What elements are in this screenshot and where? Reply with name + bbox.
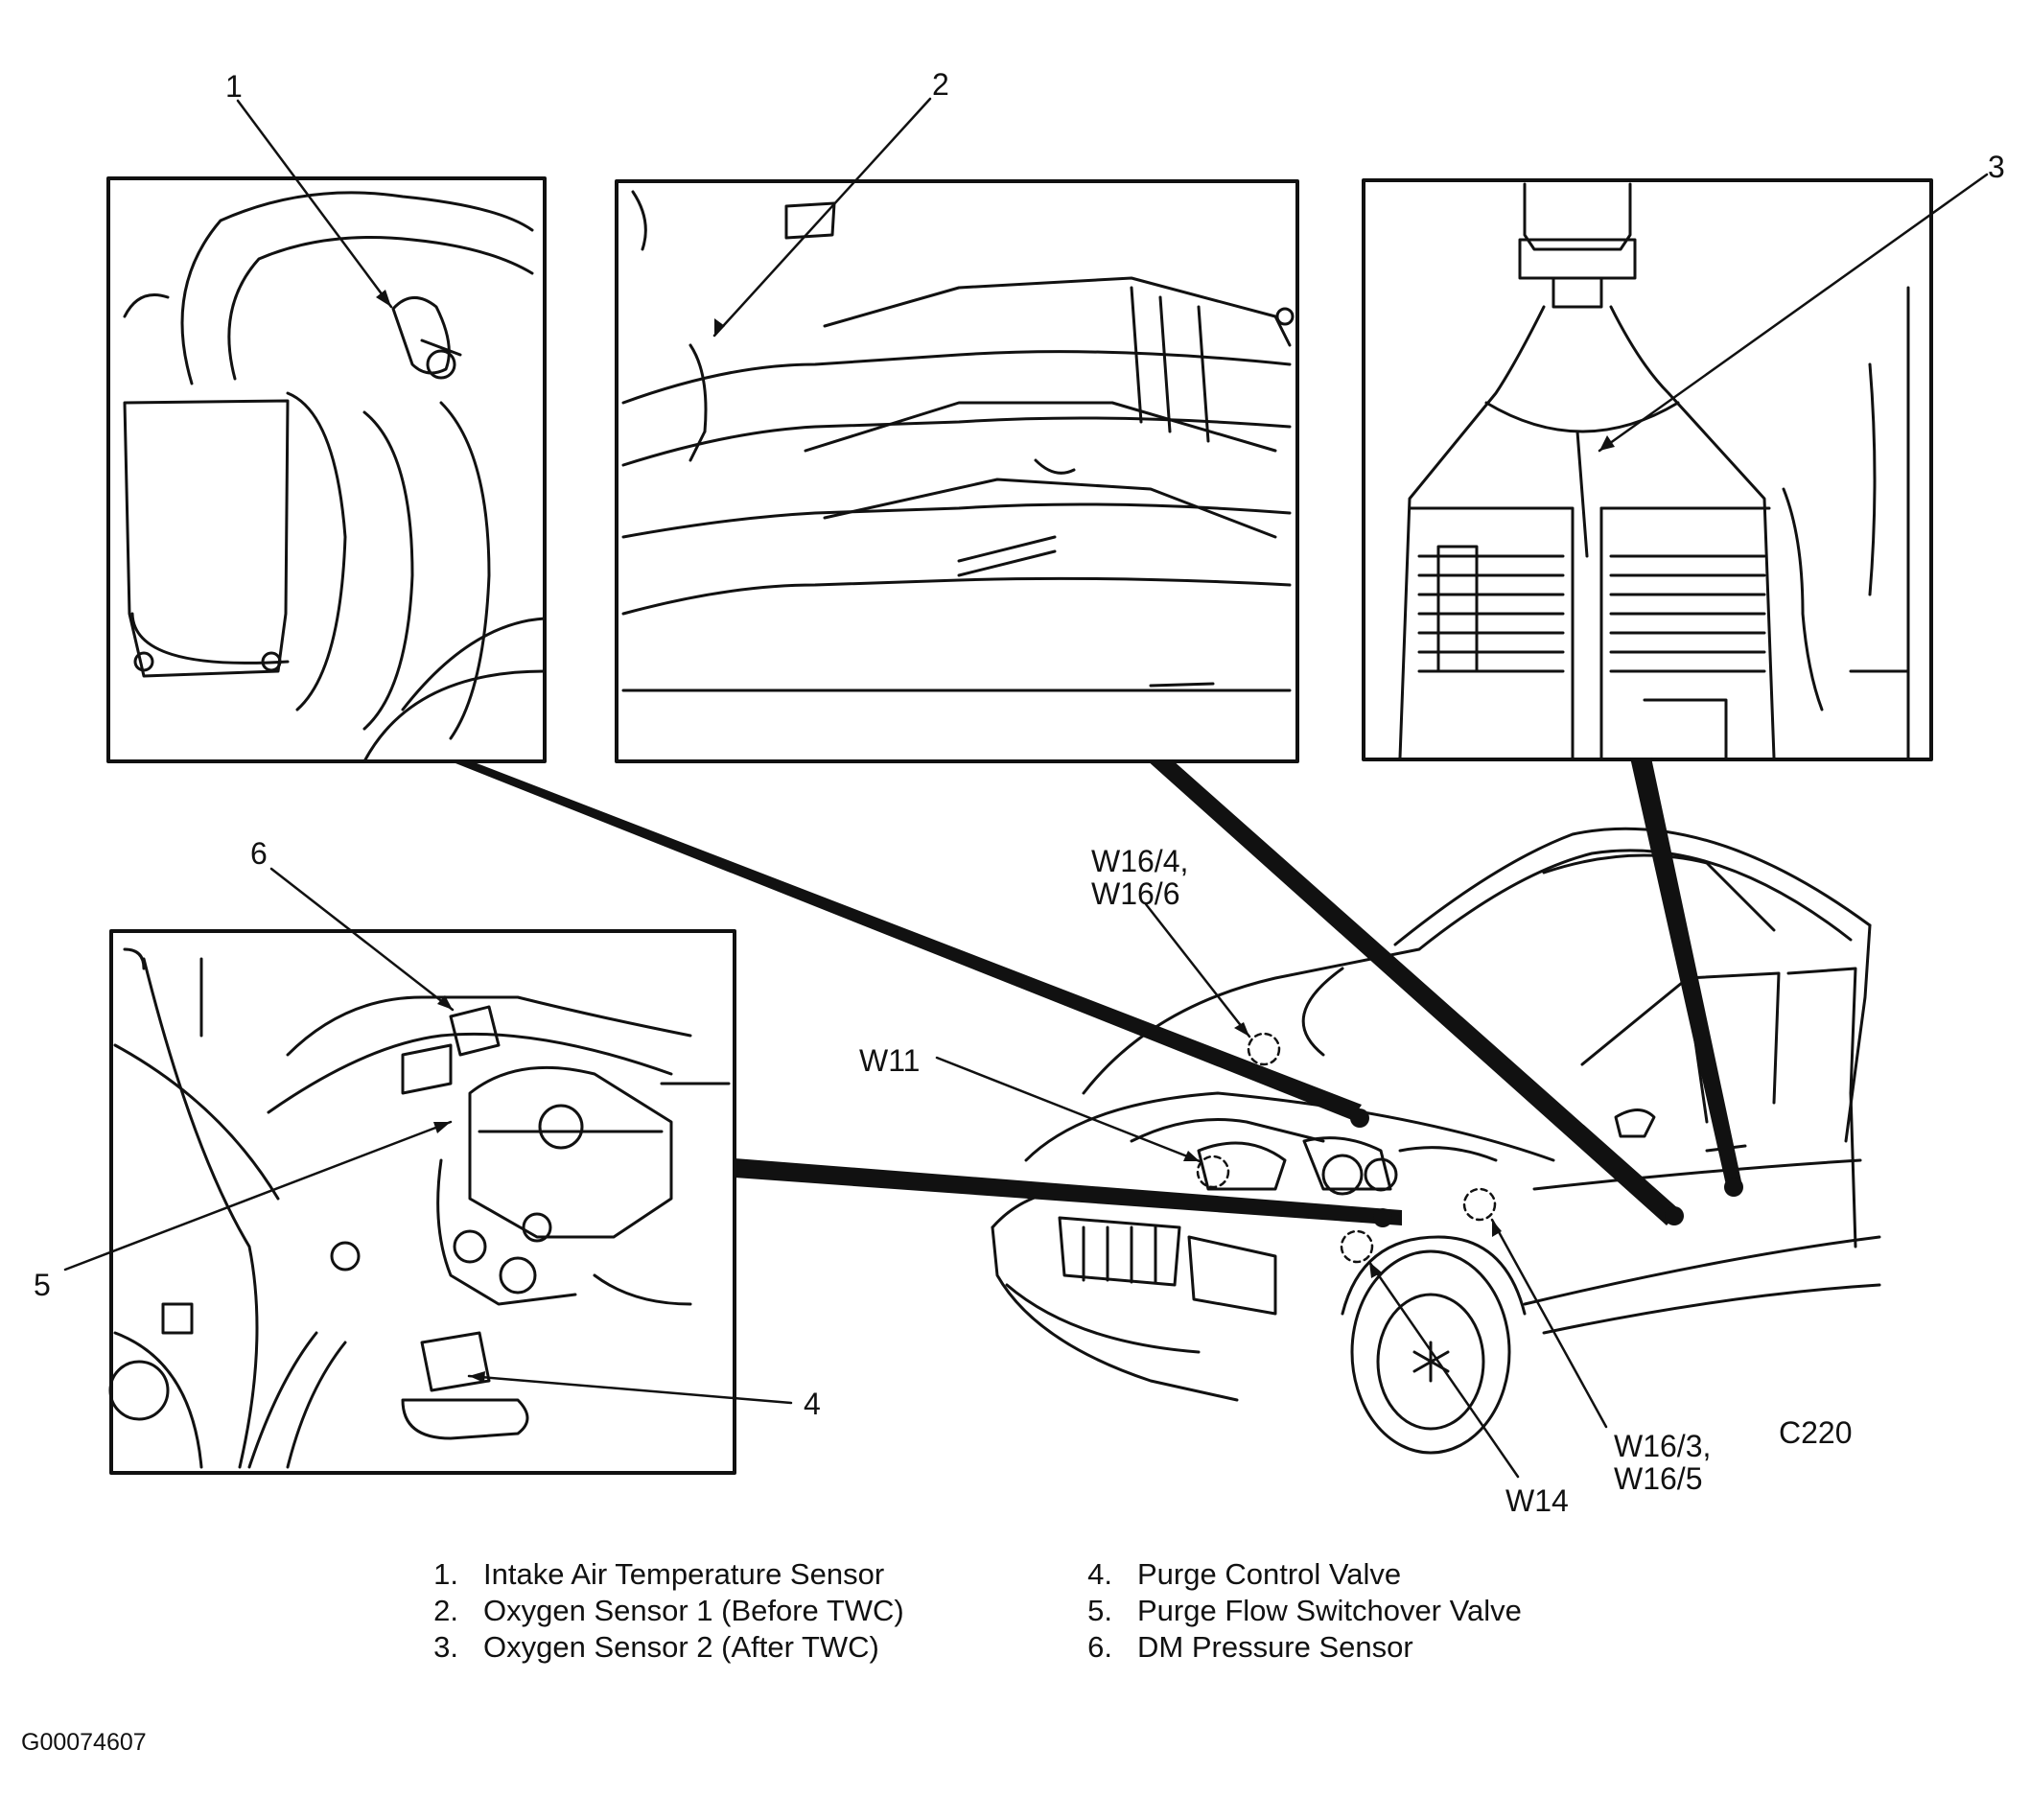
figure-id: G00074607 bbox=[21, 1729, 147, 1756]
legend-label: Oxygen Sensor 1 (Before TWC) bbox=[483, 1594, 904, 1627]
legend-number: 1. bbox=[433, 1557, 458, 1591]
legend-number: 4. bbox=[1087, 1557, 1112, 1591]
callout-2: 2 bbox=[932, 67, 949, 102]
inset-connector-beams bbox=[451, 758, 1741, 1225]
callout-3: 3 bbox=[1988, 150, 2005, 184]
car-illustration bbox=[991, 827, 1881, 1455]
callout-w16-3: W16/3, bbox=[1614, 1429, 1712, 1463]
legend-label: Purge Flow Switchover Valve bbox=[1137, 1594, 1522, 1627]
model-label: C220 bbox=[1779, 1415, 1853, 1450]
legend-item: 6. DM Pressure Sensor bbox=[1057, 1629, 1522, 1666]
connector-endpoints bbox=[1350, 1108, 1743, 1227]
legend-item: 1. Intake Air Temperature Sensor bbox=[403, 1556, 904, 1593]
arrow-heads bbox=[376, 290, 1615, 1383]
inset-oxygen-sensor-1 bbox=[615, 179, 1299, 763]
legend-number: 3. bbox=[433, 1630, 458, 1664]
legend-item: 5. Purge Flow Switchover Valve bbox=[1057, 1593, 1522, 1629]
leader-lines bbox=[63, 97, 1989, 1479]
callout-w16-5: W16/5 bbox=[1614, 1461, 1703, 1496]
legend-label: Oxygen Sensor 2 (After TWC) bbox=[483, 1630, 879, 1664]
callout-w16-6: W16/6 bbox=[1091, 876, 1180, 911]
legend-label: Purge Control Valve bbox=[1137, 1557, 1402, 1591]
legend-number: 2. bbox=[433, 1594, 458, 1627]
callout-w14: W14 bbox=[1505, 1483, 1569, 1518]
callout-w11: W11 bbox=[859, 1043, 921, 1078]
inset-oxygen-sensor-2 bbox=[1362, 178, 1933, 761]
legend-number: 6. bbox=[1087, 1630, 1112, 1664]
legend-left: 1. Intake Air Temperature Sensor 2. Oxyg… bbox=[403, 1556, 904, 1666]
legend-label: DM Pressure Sensor bbox=[1137, 1630, 1413, 1664]
legend-label: Intake Air Temperature Sensor bbox=[483, 1557, 885, 1591]
callout-1: 1 bbox=[225, 69, 243, 104]
callout-5: 5 bbox=[34, 1268, 51, 1302]
legend-number: 5. bbox=[1087, 1594, 1112, 1627]
inset-intake-air-sensor bbox=[106, 176, 547, 763]
legend-item: 4. Purge Control Valve bbox=[1057, 1556, 1522, 1593]
callout-4: 4 bbox=[804, 1387, 821, 1421]
legend-item: 2. Oxygen Sensor 1 (Before TWC) bbox=[403, 1593, 904, 1629]
wiring-location-markers bbox=[1196, 1032, 1497, 1264]
callout-w16-4: W16/4, bbox=[1091, 844, 1189, 878]
legend-right: 4. Purge Control Valve 5. Purge Flow Swi… bbox=[1057, 1556, 1522, 1666]
callout-6: 6 bbox=[250, 836, 268, 871]
legend-item: 3. Oxygen Sensor 2 (After TWC) bbox=[403, 1629, 904, 1666]
inset-engine-bay-purge bbox=[108, 929, 736, 1475]
